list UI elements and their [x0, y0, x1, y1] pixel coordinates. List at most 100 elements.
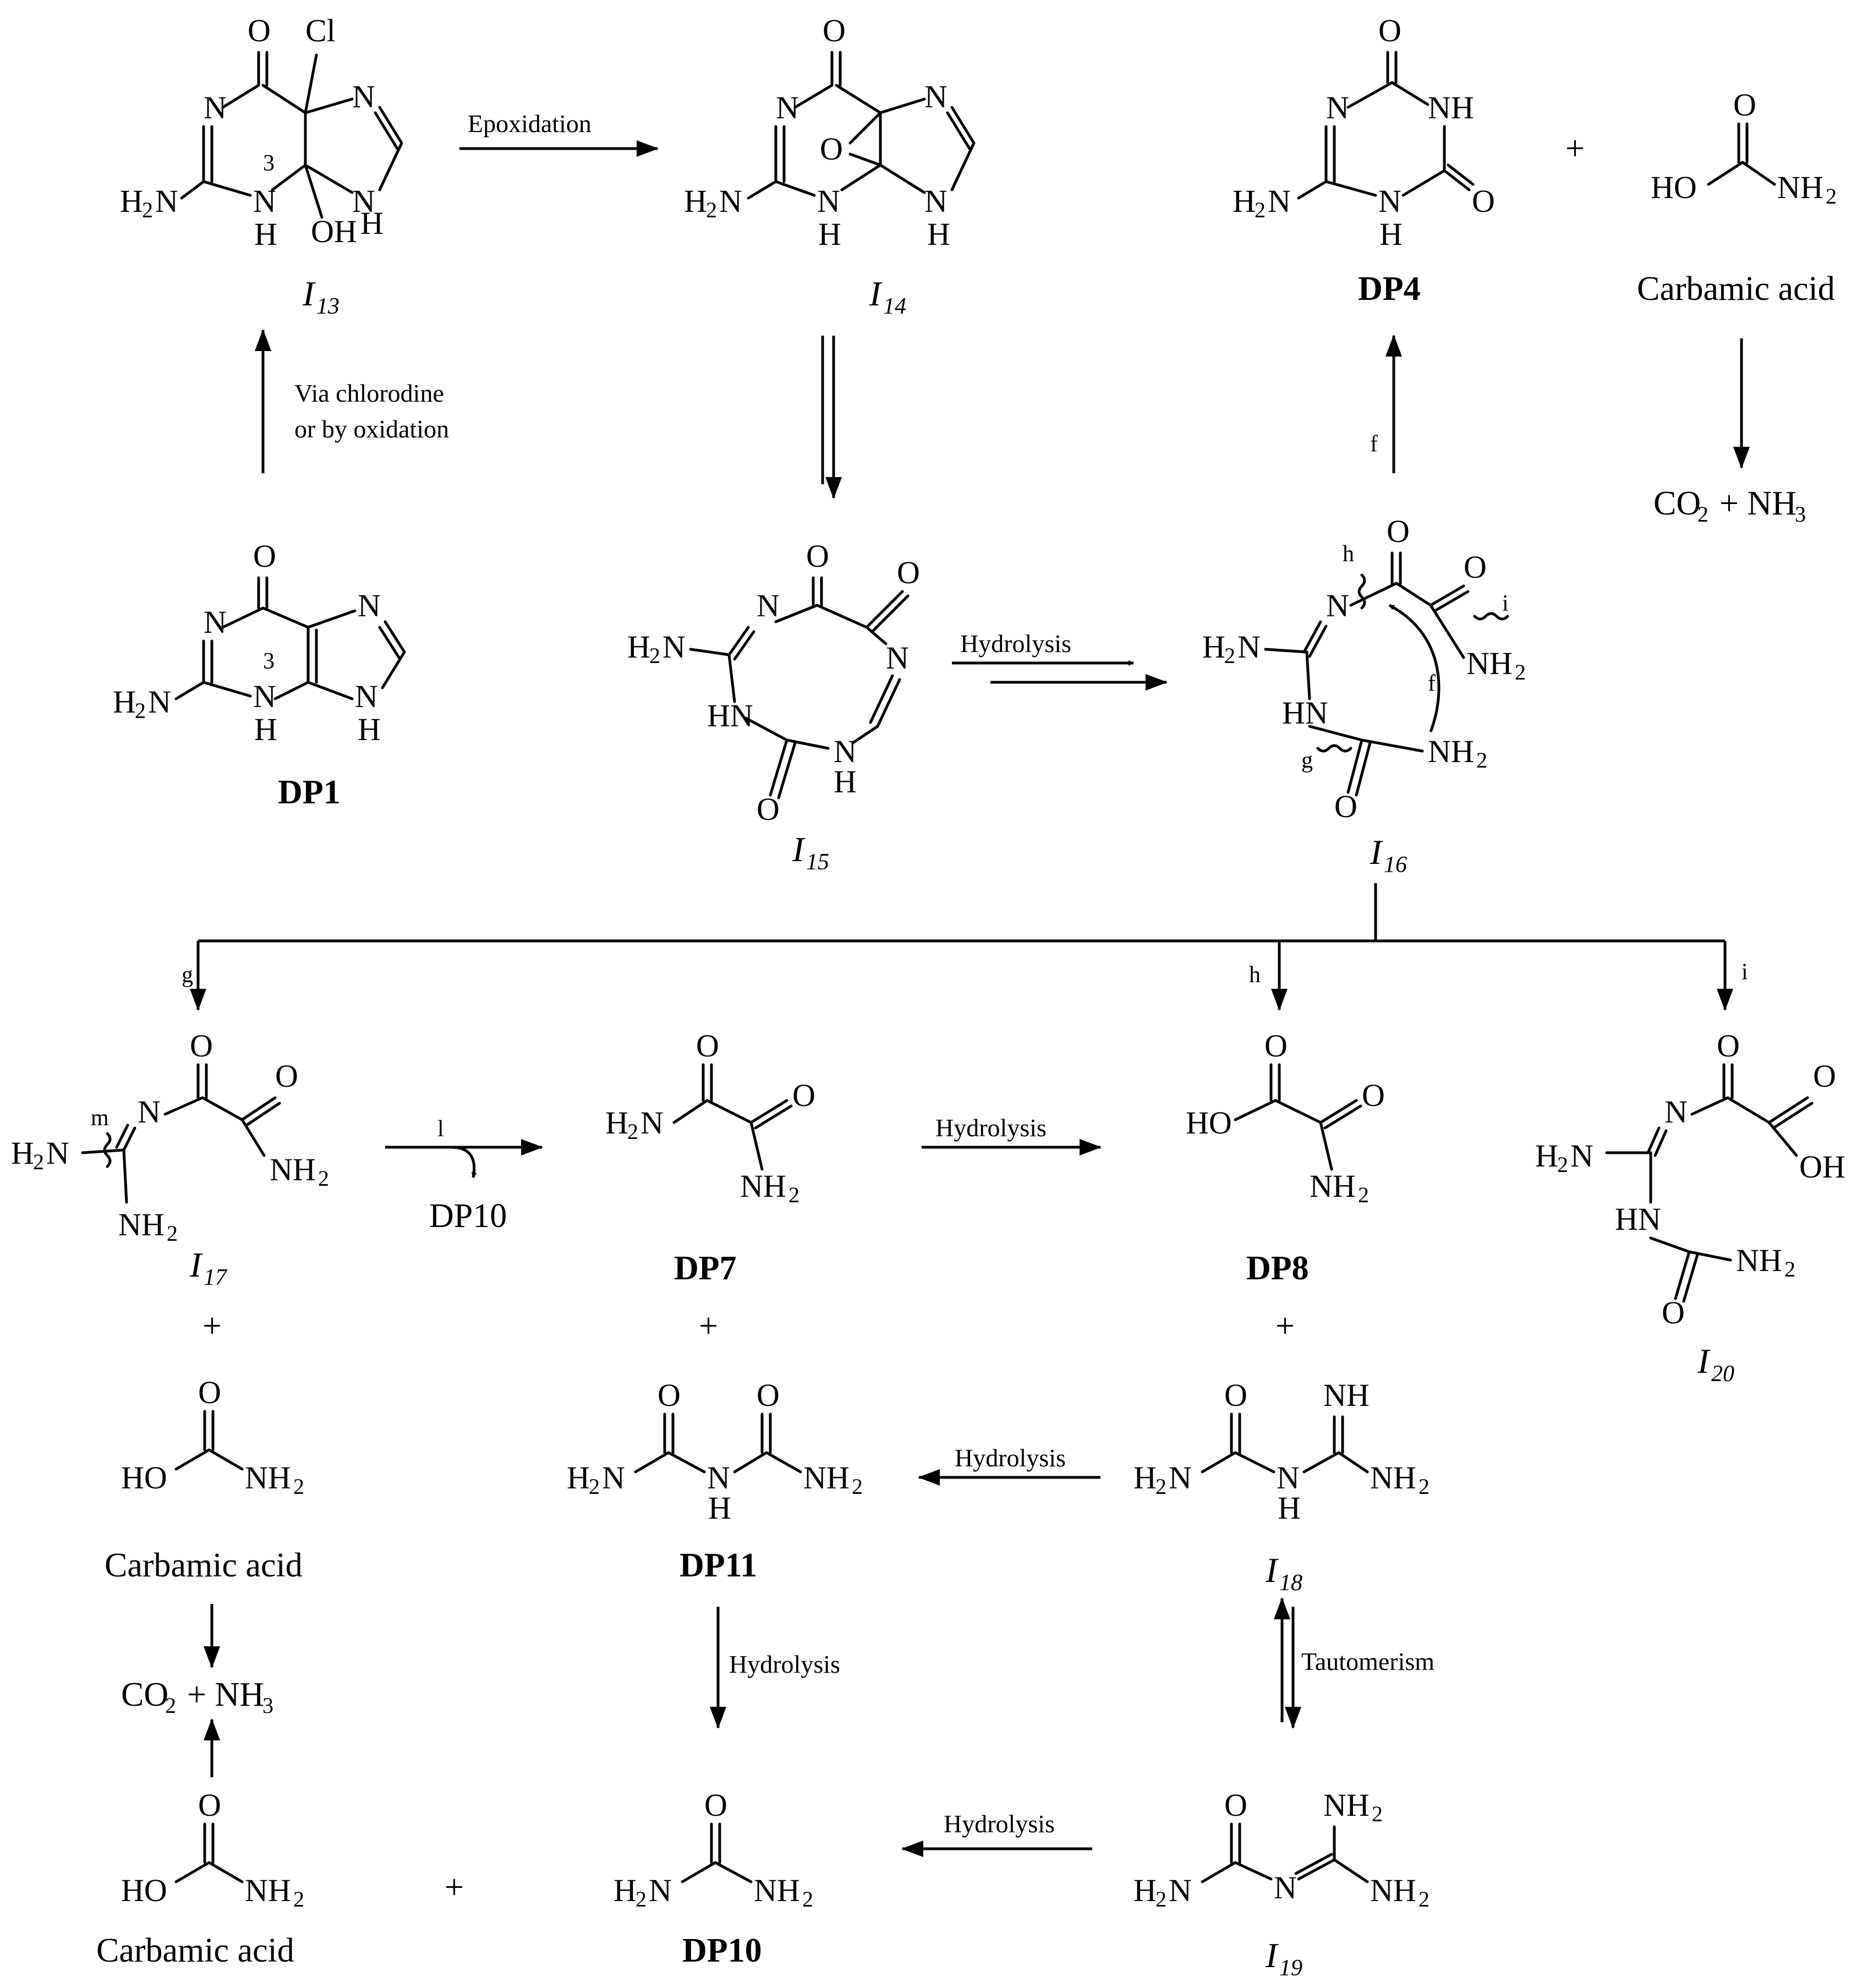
svg-text:15: 15: [806, 850, 829, 875]
svg-text:N: N: [358, 588, 381, 623]
svg-text:2: 2: [649, 643, 660, 668]
svg-text:N: N: [1268, 183, 1291, 219]
structure-I20: O O N H 2 N OH HN NH 2 O I 20: [1535, 1028, 1845, 1387]
svg-text:N: N: [155, 183, 178, 219]
svg-text:N: N: [204, 604, 227, 640]
svg-text:N: N: [640, 1105, 664, 1141]
label-f: f: [1370, 431, 1378, 457]
svg-text:2: 2: [293, 1474, 304, 1499]
svg-text:H: H: [834, 764, 857, 799]
svg-text:H: H: [927, 216, 950, 252]
svg-text:HN: HN: [707, 698, 753, 733]
svg-text:Carbamic acid: Carbamic acid: [105, 1547, 303, 1584]
svg-text:I: I: [189, 1245, 203, 1284]
svg-text:2: 2: [33, 1149, 44, 1174]
svg-text:O: O: [275, 1058, 298, 1094]
svg-text:17: 17: [204, 1265, 228, 1290]
structure-I19: O NH 2 H 2 N N NH 2 I 19: [1133, 1787, 1430, 1981]
svg-text:H: H: [627, 629, 650, 665]
svg-text:H: H: [684, 183, 707, 219]
structure-carbamic-acid-bottom: O HO NH 2 Carbamic acid: [96, 1787, 304, 1969]
svg-text:HO: HO: [121, 1872, 167, 1908]
svg-text:HN: HN: [1615, 1201, 1661, 1237]
svg-text:N: N: [1664, 1094, 1688, 1130]
svg-text:2: 2: [1155, 1887, 1166, 1912]
svg-text:g: g: [1301, 748, 1313, 773]
branch-lines: g h i: [182, 883, 1748, 1011]
svg-text:H: H: [605, 1105, 628, 1141]
label-l: l: [437, 1116, 444, 1142]
svg-text:NH: NH: [1736, 1242, 1782, 1278]
svg-text:h: h: [1343, 541, 1354, 567]
svg-text:2: 2: [142, 198, 153, 222]
svg-text:O: O: [704, 1787, 727, 1823]
svg-text:2: 2: [1372, 1801, 1383, 1826]
svg-text:O: O: [253, 538, 276, 574]
svg-text:I: I: [1265, 1551, 1279, 1590]
structure-DP11: O O H 2 N N H NH 2 DP11: [567, 1377, 863, 1584]
svg-text:14: 14: [883, 294, 906, 319]
svg-text:N: N: [602, 1460, 625, 1496]
svg-text:2: 2: [318, 1166, 329, 1191]
svg-text:I: I: [302, 274, 316, 313]
svg-text:g: g: [182, 962, 193, 988]
condition-hydrolysis-1: Hydrolysis: [960, 629, 1071, 658]
svg-text:O: O: [1334, 788, 1357, 824]
condition-via-line2: or by oxidation: [294, 415, 449, 443]
svg-text:N: N: [649, 1872, 672, 1908]
svg-text:O: O: [198, 1374, 221, 1410]
svg-text:O: O: [1224, 1377, 1247, 1413]
svg-text:NH: NH: [1370, 1872, 1416, 1908]
svg-text:O: O: [1224, 1787, 1247, 1823]
svg-text:3: 3: [263, 151, 275, 176]
condition-hydrolysis-2: Hydrolysis: [935, 1114, 1047, 1142]
svg-text:I: I: [869, 274, 883, 313]
svg-text:2: 2: [627, 1119, 638, 1144]
plus-DP7: +: [699, 1307, 718, 1345]
svg-text:N: N: [1277, 1460, 1300, 1496]
svg-text:O: O: [1717, 1028, 1740, 1064]
svg-text:2: 2: [1155, 1474, 1166, 1499]
svg-text:2: 2: [852, 1474, 863, 1499]
svg-text:2: 2: [636, 1887, 647, 1912]
svg-text:N: N: [886, 640, 909, 676]
svg-text:N: N: [757, 588, 780, 623]
svg-text:NH: NH: [1323, 1787, 1370, 1823]
svg-text:O: O: [897, 555, 920, 590]
svg-text:O: O: [1264, 1028, 1288, 1064]
svg-text:NH: NH: [1428, 733, 1474, 769]
svg-text:NH: NH: [1428, 90, 1474, 125]
svg-text:CO: CO: [1653, 485, 1701, 522]
curved-arrow-l: [451, 1146, 477, 1178]
svg-text:2: 2: [135, 698, 146, 723]
structure-I14: O N N O H 2 N N H N H I 14: [684, 13, 976, 319]
condition-tautomerism: Tautomerism: [1301, 1647, 1434, 1675]
svg-text:2: 2: [1697, 502, 1708, 527]
svg-text:2: 2: [589, 1474, 600, 1499]
svg-text:i: i: [1502, 591, 1509, 616]
svg-text:+ NH: + NH: [187, 1676, 264, 1713]
condition-hydrolysis-3: Hydrolysis: [955, 1444, 1066, 1472]
svg-text:N: N: [1378, 183, 1401, 219]
svg-text:I: I: [1370, 833, 1383, 872]
svg-text:2: 2: [1224, 643, 1235, 668]
svg-text:O: O: [1464, 549, 1487, 585]
svg-text:13: 13: [316, 294, 339, 319]
svg-text:N: N: [924, 79, 948, 114]
svg-text:3: 3: [263, 649, 275, 674]
svg-text:N: N: [355, 678, 378, 714]
svg-text:NH: NH: [245, 1460, 291, 1496]
svg-text:I: I: [1265, 1936, 1279, 1975]
svg-text:N: N: [719, 183, 742, 219]
svg-text:18: 18: [1279, 1570, 1302, 1596]
co2-nh3-top: CO 2 + NH 3: [1653, 485, 1806, 527]
svg-text:N: N: [1326, 588, 1349, 623]
svg-text:3: 3: [262, 1693, 273, 1718]
structure-I18: O NH H 2 N N H NH 2 I 18: [1133, 1377, 1430, 1596]
svg-text:H: H: [1202, 629, 1225, 665]
svg-text:H: H: [113, 684, 136, 720]
svg-text:DP4: DP4: [1358, 270, 1421, 308]
svg-text:NH: NH: [1466, 645, 1513, 681]
svg-text:DP10: DP10: [682, 1932, 762, 1969]
